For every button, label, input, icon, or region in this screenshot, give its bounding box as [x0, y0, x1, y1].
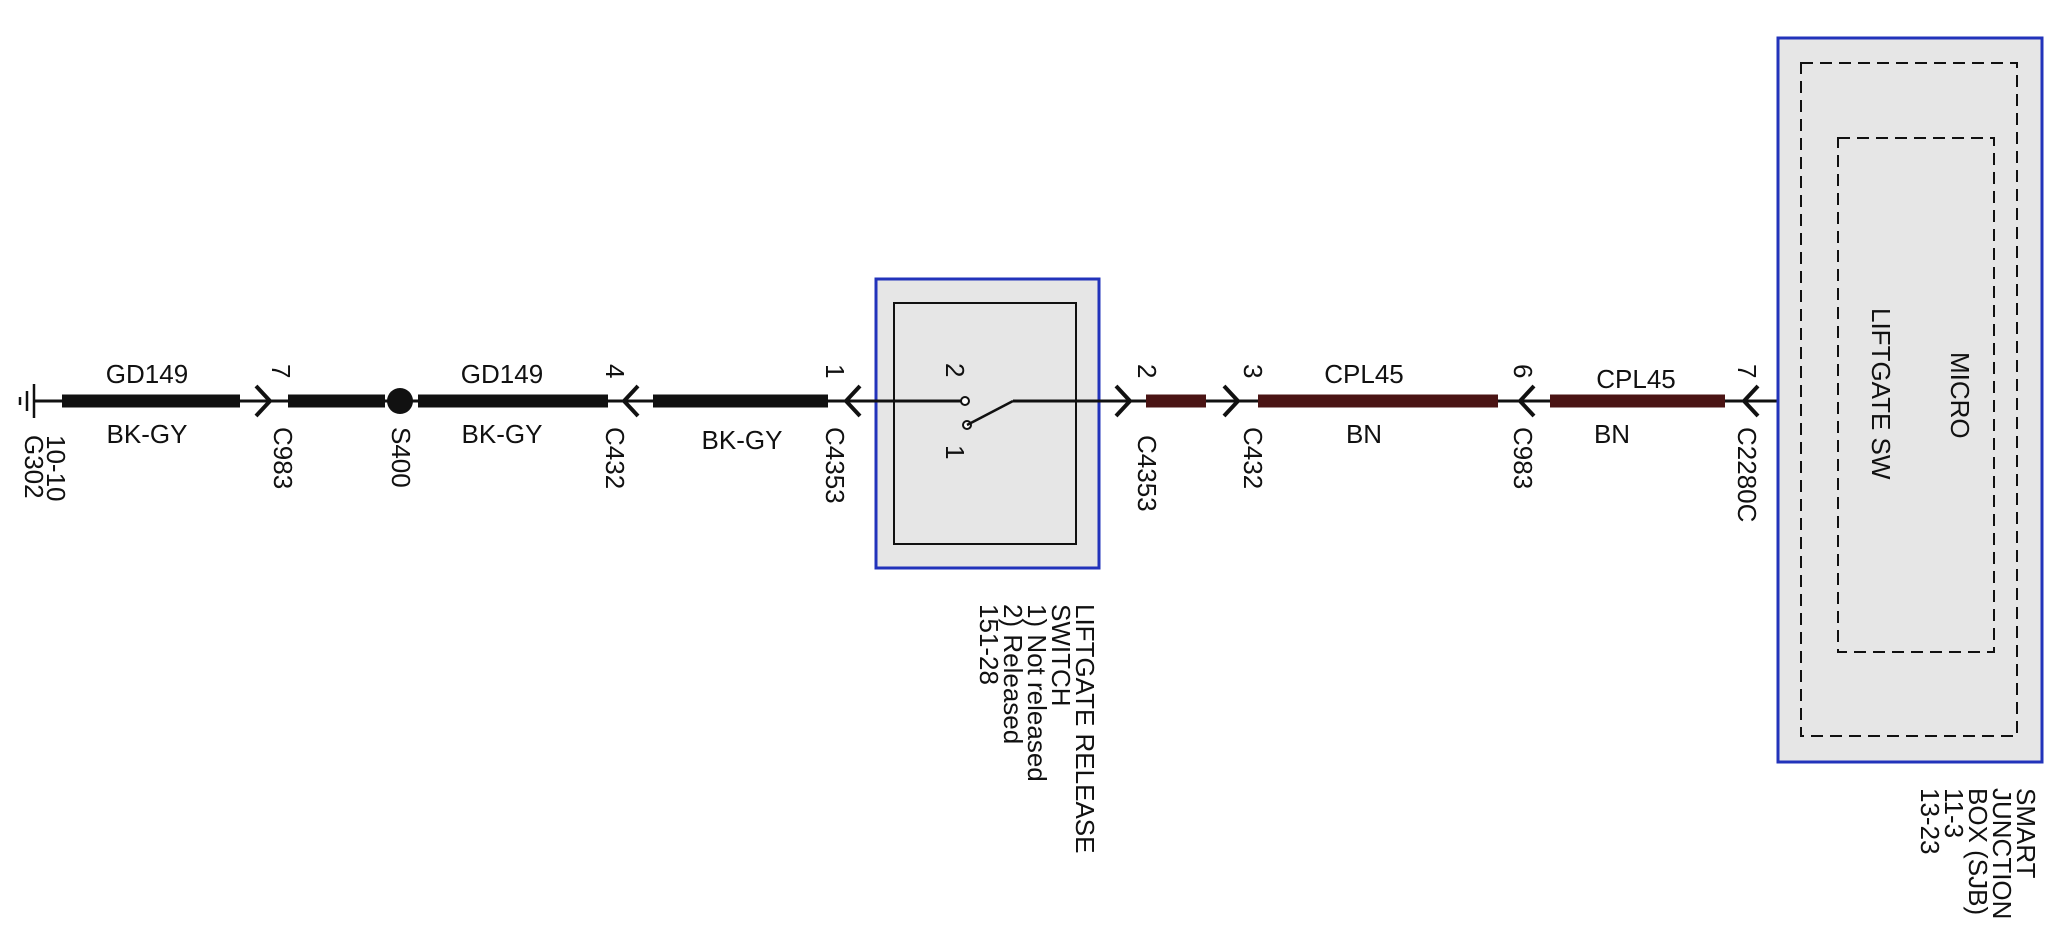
- connector-chevron: [1222, 384, 1241, 418]
- switch-label-line: LIFTGATE RELEASE: [1070, 604, 1100, 853]
- connector-id: C4353: [820, 427, 850, 504]
- sjb-label-line: SMART: [2011, 788, 2041, 879]
- wire-color-label: BK-GY: [702, 425, 783, 455]
- switch-contact: [960, 396, 970, 406]
- connector-chevron: [1517, 384, 1536, 418]
- smart-junction-box: [1776, 36, 2044, 764]
- liftgate-release-switch: [850, 277, 1124, 570]
- connector-chevron: [843, 384, 862, 418]
- connector-id: C4353: [1132, 435, 1162, 512]
- ground-ref: 10-10: [41, 435, 71, 502]
- switch-blade: [966, 399, 1014, 427]
- wire-color-label: BN: [1346, 419, 1382, 449]
- wire-circuit-label: CPL45: [1596, 364, 1676, 394]
- connector-id: C432: [1238, 427, 1268, 489]
- connector-id: C432: [600, 427, 630, 489]
- wire-circuit-label: GD149: [461, 359, 543, 389]
- wire-color-label: BN: [1594, 419, 1630, 449]
- connector-pin: 2: [1132, 364, 1162, 378]
- connector-chevron: [1114, 384, 1133, 418]
- connector-pin: 1: [820, 364, 850, 378]
- sjb-label-line: BOX (SJB): [1963, 788, 1993, 915]
- connector-pin: 7: [1732, 364, 1762, 378]
- connector-id: C983: [1508, 427, 1538, 489]
- connector-id: C2280C: [1732, 427, 1762, 522]
- sjb-label-line: 11-3: [1939, 788, 1969, 838]
- switch-label-line: 2) Released: [998, 604, 1028, 744]
- sjb-liftgate-sw-label: LIFTGATE SW: [1866, 308, 1896, 480]
- wire-color-label: BK-GY: [107, 419, 188, 449]
- ground-icon: [18, 384, 36, 418]
- connector-pin: 4: [600, 364, 630, 378]
- sjb-micro-label: MICRO: [1945, 352, 1975, 439]
- connector-pin: 7: [266, 364, 296, 378]
- connector-id: C983: [268, 427, 298, 489]
- switch-pin: 1: [940, 445, 970, 459]
- wire-circuit-label: CPL45: [1324, 359, 1404, 389]
- switch-label-line: 151-28: [974, 604, 1004, 685]
- connector-pin: 6: [1508, 364, 1538, 378]
- sjb-label-line: 13-23: [1915, 788, 1945, 855]
- switch-pin: 2: [940, 363, 970, 377]
- wire-circuit-label: GD149: [106, 359, 188, 389]
- ground-id: G302: [19, 435, 49, 499]
- connector-chevron: [1741, 384, 1760, 418]
- connector-id: S400: [386, 427, 416, 488]
- wire-color-label: BK-GY: [462, 419, 543, 449]
- splice-dot: [387, 388, 413, 414]
- sjb-label-line: JUNCTION: [1987, 788, 2017, 919]
- switch-label-line: 1) Not released: [1022, 604, 1052, 782]
- connector-chevron: [254, 384, 273, 418]
- connector-chevron: [621, 384, 640, 418]
- connector-pin: 3: [1238, 364, 1268, 378]
- switch-label-line: SWITCH: [1046, 604, 1076, 707]
